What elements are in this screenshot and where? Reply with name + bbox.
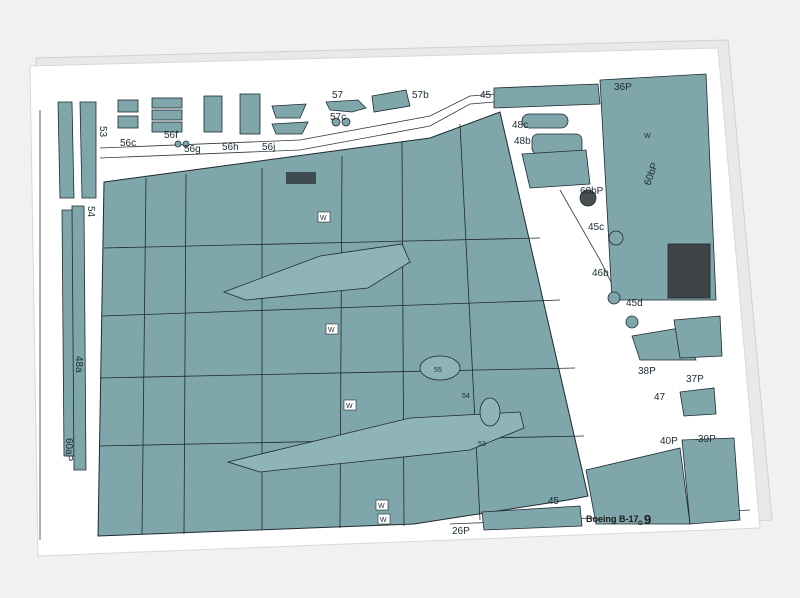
strip-parts-left	[57, 101, 97, 471]
svg-text:9: 9	[644, 512, 651, 527]
label-45-top: 45	[480, 90, 492, 101]
label-37P: 37P	[686, 374, 704, 385]
svg-text:W: W	[346, 403, 353, 410]
label-57b: 57b	[412, 90, 429, 101]
sheet-title: Boeing B-17 G 9	[586, 512, 651, 527]
label-56g: 56g	[184, 144, 201, 155]
label-56c: 56c	[120, 138, 136, 149]
label-60aP: 60aP	[63, 438, 74, 462]
label-60bP-a: 60bP	[580, 186, 604, 197]
svg-text:W: W	[328, 327, 335, 334]
svg-text:W: W	[320, 215, 327, 222]
label-38P: 38P	[638, 366, 656, 377]
label-46b: 46b	[592, 268, 609, 279]
wing-panel-main	[97, 111, 655, 537]
label-57c: 57c	[330, 112, 346, 123]
label-47: 47	[654, 392, 666, 403]
svg-text:G: G	[638, 521, 643, 527]
label-56h: 56h	[222, 142, 239, 153]
right-parts	[481, 73, 741, 531]
label-54-inner: 54	[462, 393, 470, 400]
label-45c: 45c	[588, 222, 604, 233]
label-55: 55	[434, 367, 442, 374]
label-36P: 36P	[614, 82, 632, 93]
label-56j: 56j	[262, 142, 275, 153]
label-40P: 40P	[660, 436, 678, 447]
small-parts-top	[117, 89, 411, 148]
w-markings: W W W W W W	[320, 133, 651, 524]
svg-text:Boeing B-17: Boeing B-17	[586, 514, 639, 524]
label-56f: 56f	[164, 130, 178, 141]
label-48c: 48c	[512, 120, 528, 131]
svg-text:W: W	[378, 503, 385, 510]
svg-text:W: W	[380, 517, 387, 524]
label-45d: 45d	[626, 298, 643, 309]
label-48a: 48a	[73, 356, 84, 373]
label-48b: 48b	[514, 136, 531, 147]
label-26P: 26P	[452, 526, 470, 537]
label-54: 54	[85, 206, 96, 218]
label-53: 53	[97, 126, 108, 138]
svg-text:W: W	[644, 133, 651, 140]
label-53-inner: 53	[478, 441, 486, 448]
label-57: 57	[332, 90, 344, 101]
label-45-bottom: 45	[548, 496, 560, 507]
label-39P: 39P	[698, 434, 716, 445]
